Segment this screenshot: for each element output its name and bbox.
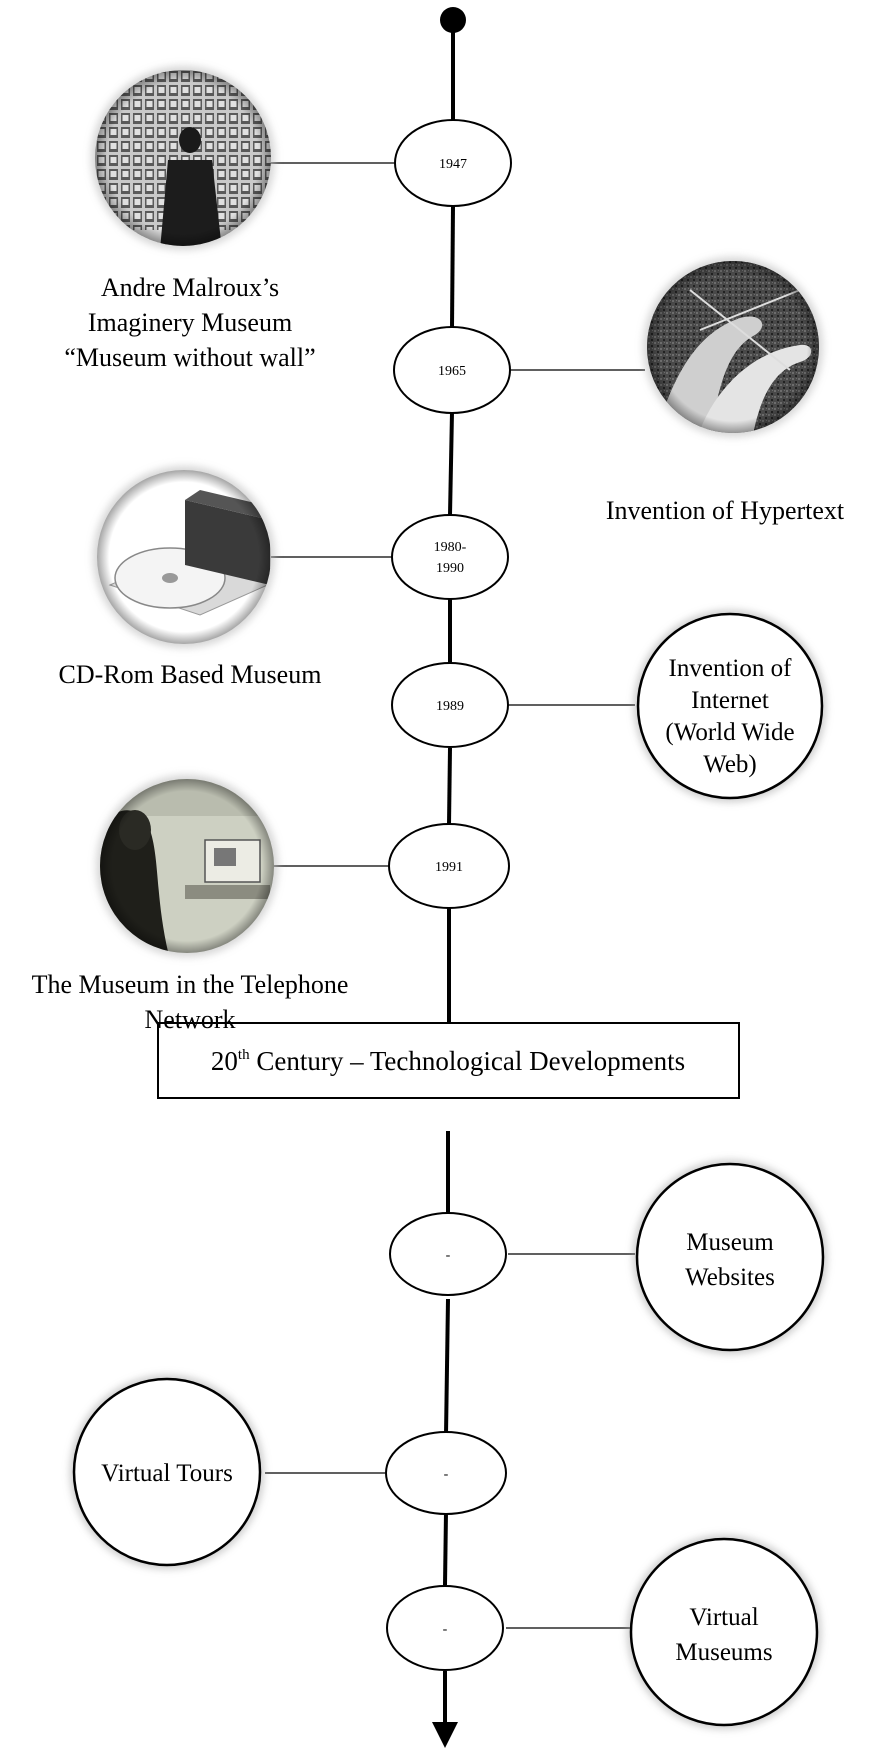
century-title-box: 20th Century – Technological Development… [157,1022,740,1099]
century-title-prefix: 20 [211,1046,238,1076]
century-title-superscript: th [238,1047,250,1063]
caption-malraux-line-2: Imaginery Museum [88,308,292,337]
year-label: 1991 [435,860,463,875]
caption-hypertext: Invention of Hypertext [606,496,845,525]
photo-hypertext [643,257,823,437]
circle-internet-line-4: Web) [703,751,757,778]
century-title: 20th Century – Technological Development… [211,1046,685,1076]
circle-websites-line-2: Websites [685,1264,775,1291]
year-node-m1: - [389,1212,507,1296]
year-node-1989: 1989 [391,662,509,748]
year-node-1980-1990: 1980- 1990 [391,514,509,600]
year-node-1991: 1991 [388,823,510,909]
circle-internet: Invention of Internet (World Wide Web) [634,610,826,802]
year-node-1947: 1947 [394,119,512,207]
timeline-spine-8 [444,1298,450,1436]
year-node-m2: - [385,1431,507,1515]
circle-virtual-museums: Virtual Museums [627,1535,821,1729]
timeline-spine-9 [443,1511,448,1586]
circle-virtual-museums-line-2: Museums [675,1639,772,1666]
year-label: - [446,1248,451,1263]
year-node-m3: - [386,1585,504,1671]
caption-cdrom: CD-Rom Based Museum [59,660,322,689]
century-title-suffix: Century – Technological Developments [250,1046,686,1076]
caption-telephone-line-1: The Museum in the Telephone [32,970,349,999]
timeline-spine-5 [447,747,452,826]
timeline-spine-2 [450,205,455,329]
year-label: 1965 [438,364,466,379]
year-label-line-1: 1980- [434,540,467,555]
circle-internet-line-3: (World Wide [665,719,794,746]
circle-websites-line-1: Museum [686,1229,774,1256]
circle-internet-line-1: Invention of [669,655,793,682]
circle-virtual-museums-line-1: Virtual [689,1604,758,1631]
timeline-start-dot [440,7,466,33]
caption-malraux-line-3: “Museum without wall” [64,343,315,372]
caption-malraux-line-1: Andre Malroux’s [101,273,279,302]
circle-tours-label: Virtual Tours [101,1460,233,1487]
year-label: 1947 [439,157,467,172]
year-label-line-2: 1990 [436,561,464,576]
photo-cdrom [93,466,275,648]
year-label: - [443,1622,448,1637]
year-label: 1989 [436,699,464,714]
photo-telephone [96,775,278,957]
circle-internet-line-2: Internet [691,687,769,714]
circle-websites: Museum Websites [633,1160,827,1354]
year-label: - [444,1467,449,1482]
circle-tours: Virtual Tours [70,1375,264,1569]
caption-telephone-line-2: Network [145,1005,236,1034]
timeline-spine-3 [448,411,454,516]
photo-malraux [91,66,275,250]
year-node-1965: 1965 [393,326,511,414]
timeline-end-arrow [432,1722,458,1748]
